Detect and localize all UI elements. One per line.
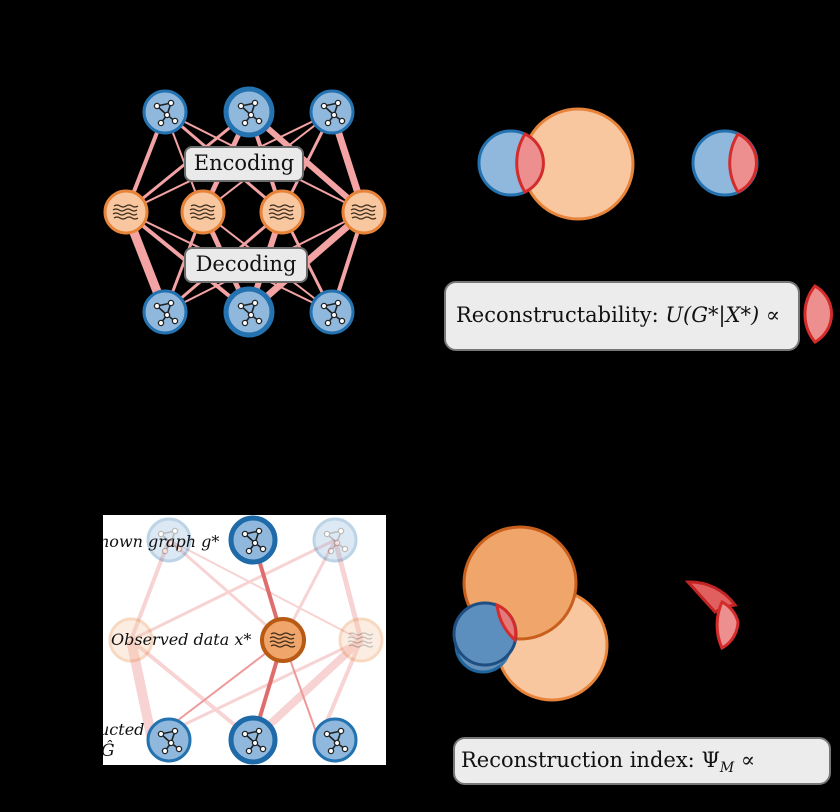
- top-right-venn: [477, 107, 759, 221]
- reconstructed-label: ucted: [103, 720, 145, 739]
- venn-fragment-lower: [715, 599, 740, 651]
- graph-node: [223, 86, 275, 138]
- reconstructed-graph-node: [228, 715, 278, 765]
- data-node: [259, 189, 305, 235]
- decoding-label: Decoding: [184, 247, 308, 283]
- data-node-faded: [338, 617, 384, 663]
- reconstruction-index-math: ΨM ∝: [701, 748, 756, 777]
- unknown-graph-node: [228, 515, 278, 565]
- bottom-left-panel: nown graph g* Observed data x* ucted Ĝ: [103, 515, 386, 765]
- reconstructed-var: Ĝ: [103, 741, 115, 761]
- graph-node: [142, 89, 188, 135]
- formula-lens-icon: [803, 284, 833, 344]
- data-node: [180, 189, 226, 235]
- unknown-graph-label: nown graph g*: [103, 532, 220, 551]
- reconstruction-index-label: Reconstruction index:: [461, 748, 695, 772]
- reconstructability-label: Reconstructability:: [456, 303, 659, 327]
- venn-overlap-lens-isolated: [728, 132, 758, 194]
- reconstructed-graph-node: [312, 717, 358, 763]
- reconstructability-math: U(G*|X*) ∝: [665, 303, 781, 327]
- graph-node-faded: [312, 517, 358, 563]
- graph-node: [223, 286, 275, 338]
- bottom-left-network: [108, 515, 384, 765]
- graph-node-faded: [146, 517, 192, 563]
- top-left-network: [103, 86, 387, 338]
- data-node: [103, 189, 149, 235]
- reconstructed-graph-node: [146, 717, 192, 763]
- observed-data-node: [260, 617, 306, 663]
- venn-overlap-lens: [515, 132, 545, 194]
- panel-faded-edges: [126, 538, 364, 743]
- graph-node: [142, 289, 188, 335]
- bottom-right-venn: [452, 525, 740, 702]
- observed-data-label: Observed data x*: [111, 630, 252, 649]
- graph-node: [309, 289, 355, 335]
- reconstruction-index-formula-box: Reconstruction index: ΨM ∝: [453, 737, 831, 785]
- encoding-label: Encoding: [184, 146, 304, 182]
- data-node-faded: [108, 617, 154, 663]
- reconstructability-formula-box: Reconstructability: U(G*|X*) ∝: [444, 281, 800, 351]
- graph-node: [309, 89, 355, 135]
- venn-triple-overlap: [495, 602, 518, 643]
- data-node: [341, 189, 387, 235]
